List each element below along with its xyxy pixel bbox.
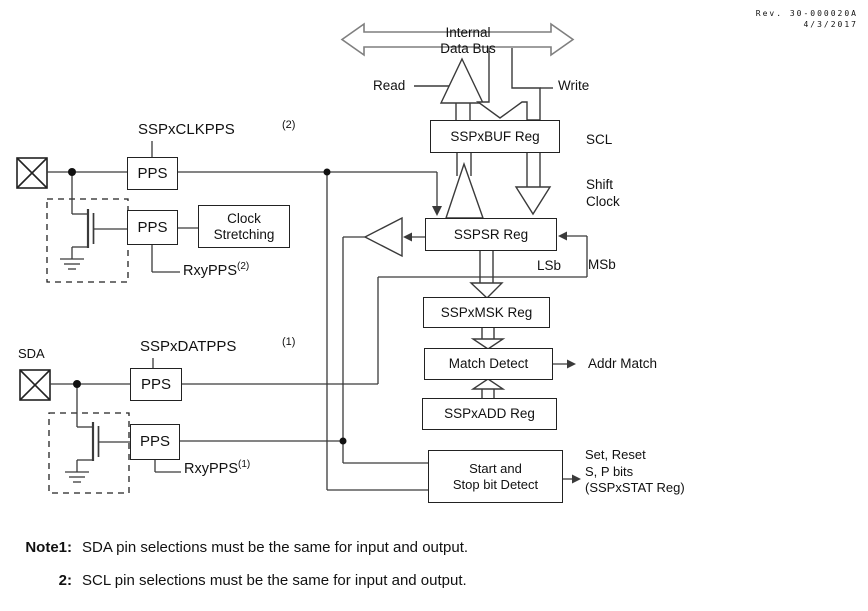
read-buffer-icon	[414, 57, 485, 120]
sspxclkpps-note-ref: (2)	[282, 119, 296, 131]
sspsr-msb-arrowhead	[558, 231, 567, 241]
note2-row: 2: SCL pin selections must be the same f…	[0, 572, 868, 592]
sda-pin-icon	[19, 369, 51, 401]
match-detect-box: Match Detect	[424, 348, 553, 380]
revision-date: 4/3/2017	[803, 20, 858, 29]
set-reset-line1: Set, Reset	[585, 447, 646, 462]
clock-stretching-line1: Clock	[227, 210, 261, 226]
sda-output-buffer-icon	[363, 216, 403, 258]
rxypps1-note-ref: (1)	[238, 459, 251, 470]
scl-wires	[47, 141, 438, 491]
sda-mosfet-icon	[65, 384, 130, 483]
shift-clock-line1: Shift	[586, 177, 614, 192]
pps-label: PPS	[137, 218, 168, 236]
lsb-label: LSb	[537, 258, 562, 273]
note1-row: Note1: SDA pin selections must be the sa…	[0, 539, 868, 559]
clock-stretching-box: Clock Stretching	[198, 205, 290, 248]
scl-pin-icon	[16, 157, 48, 189]
add-to-match-arrow	[470, 378, 506, 398]
rxypps-text: RxyPPS	[183, 262, 237, 279]
msk-to-match-arrow	[470, 328, 506, 350]
rxypps1-label: RxyPPS(1)	[184, 457, 250, 477]
junction-dots	[68, 168, 347, 445]
revision-block: Rev. 30-000020A 4/3/2017	[756, 8, 858, 30]
pps-sda-input-box: PPS	[130, 368, 182, 401]
sspxmsk-reg-box: SSPxMSK Reg	[423, 297, 550, 328]
sda-wires	[50, 235, 588, 473]
set-reset-line2: S, P bits	[585, 463, 634, 479]
pps-label: PPS	[139, 433, 170, 450]
scl-label: SCL	[586, 132, 613, 147]
scl-mosfet-icon	[60, 172, 127, 270]
addr-match-label: Addr Match	[588, 356, 658, 371]
note2-label: 2:	[58, 572, 72, 589]
sspxmsk-label: SSPxMSK Reg	[440, 304, 533, 320]
internal-data-bus-arrow	[340, 22, 575, 57]
sspxdatpps-note-ref: (1)	[282, 336, 296, 348]
clock-stretching-line2: Stretching	[213, 226, 275, 242]
read-label: Read	[373, 78, 406, 93]
match-detect-label: Match Detect	[448, 356, 529, 371]
sspxbuf-label: SSPxBUF Reg	[450, 128, 540, 144]
rxypps-text: RxyPPS	[184, 460, 238, 477]
note2-text: SCL pin selections must be the same for …	[82, 572, 467, 589]
pps-scl-output-box: PPS	[127, 210, 178, 245]
shift-clock-line2: Clock	[586, 193, 620, 209]
rxypps2-note-ref: (2)	[237, 261, 250, 272]
addr-match-arrow	[553, 359, 576, 369]
sspxadd-reg-box: SSPxADD Reg	[422, 398, 557, 430]
write-path-arrow	[475, 48, 553, 216]
sda-open-drain-dashed-box	[48, 412, 130, 494]
pps-label: PPS	[137, 164, 168, 182]
scl-clock-arrowhead	[432, 206, 442, 216]
pps-label: PPS	[140, 375, 171, 393]
note1-text: SDA pin selections must be the same for …	[82, 539, 469, 556]
sspxadd-label: SSPxADD Reg	[444, 406, 535, 421]
bus-label-line2: Data Bus	[440, 41, 496, 56]
sspxclkpps-label: SSPxCLKPPS	[138, 121, 235, 138]
bus-label-line1: Internal	[445, 25, 491, 40]
pps-scl-input-box: PPS	[127, 157, 178, 190]
write-label: Write	[558, 78, 590, 93]
sspsr-label: SSPSR Reg	[453, 226, 529, 242]
start-stop-output-arrow	[563, 474, 581, 484]
sda-label: SDA	[18, 346, 45, 361]
rxypps2-label: RxyPPS(2)	[183, 259, 249, 279]
shift-clock-label: Shift Clock	[586, 177, 620, 210]
revision-number: Rev. 30-000020A	[755, 9, 858, 18]
start-stop-line1: Start and	[469, 460, 522, 476]
sspsr-reg-box: SSPSR Reg	[425, 218, 557, 251]
msb-label: MSb	[588, 257, 616, 272]
set-reset-line3: (SSPxSTAT Reg)	[585, 480, 685, 495]
start-stop-line2: Stop bit Detect	[452, 476, 539, 492]
sspsr-to-msk-arrow	[469, 251, 504, 299]
set-reset-label: Set, Reset S, P bits (SSPxSTAT Reg)	[585, 447, 685, 497]
start-stop-detect-box: Start and Stop bit Detect	[428, 450, 563, 503]
sspxdatpps-label: SSPxDATPPS	[140, 338, 237, 355]
output-buffer-arrowhead	[403, 232, 412, 242]
read-shift-buffer-icon	[445, 153, 484, 219]
pps-sda-output-box: PPS	[130, 424, 180, 460]
note1-label: Note1:	[25, 539, 72, 556]
sspxbuf-reg-box: SSPxBUF Reg	[430, 120, 560, 153]
internal-data-bus-label: Internal Data Bus	[407, 25, 529, 57]
